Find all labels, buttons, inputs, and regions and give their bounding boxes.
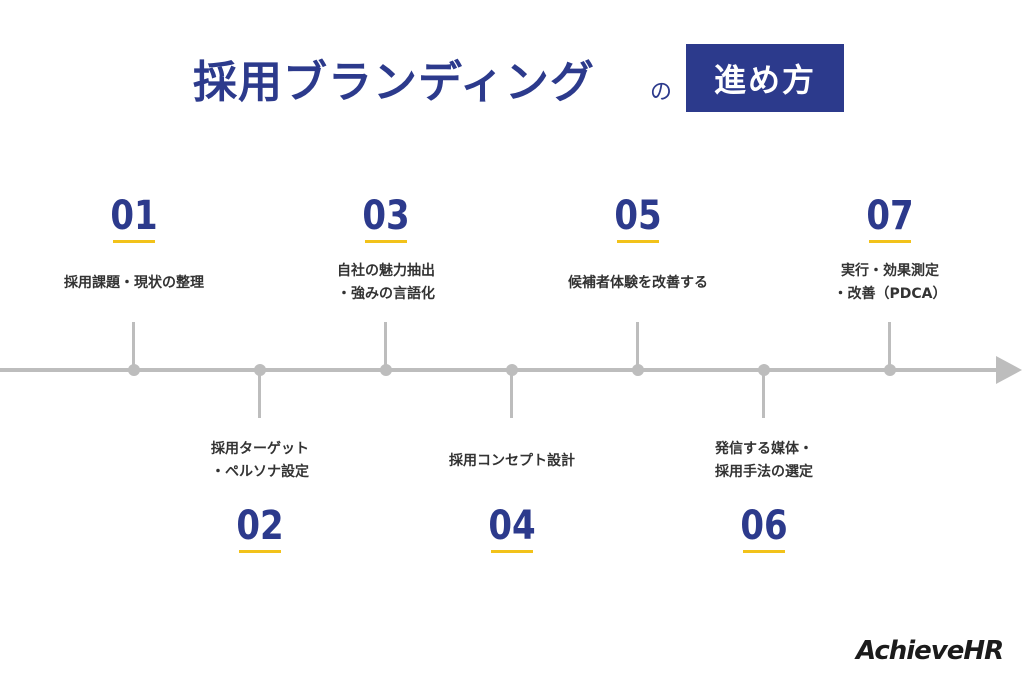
timeline-line — [0, 368, 1000, 372]
step-label: 候補者体験を改善する — [528, 272, 748, 295]
step-stem — [888, 322, 891, 368]
step-stem — [636, 322, 639, 368]
step-label-line: ・強みの言語化 — [337, 286, 435, 302]
step-dot — [506, 364, 518, 376]
arrow-right-icon — [996, 356, 1022, 384]
step-number: 05 — [614, 193, 662, 239]
step-label: 自社の魅力抽出 ・強みの言語化 — [276, 260, 496, 306]
step-label: 発信する媒体・ 採用手法の選定 — [654, 438, 874, 484]
step-label-line: 採用コンセプト設計 — [449, 453, 575, 469]
step-stem — [258, 372, 261, 418]
step-number: 04 — [488, 503, 536, 549]
step-number: 06 — [740, 503, 788, 549]
step-label-line: 候補者体験を改善する — [568, 275, 708, 291]
step-number: 01 — [110, 193, 158, 239]
step-dot — [380, 364, 392, 376]
step-stem — [762, 372, 765, 418]
step-number: 03 — [362, 193, 410, 239]
step-number-underline — [239, 550, 281, 553]
step-label: 採用コンセプト設計 — [402, 450, 622, 473]
step-number-underline — [869, 240, 911, 243]
step-label-line: 自社の魅力抽出 — [337, 263, 435, 279]
title-particle: の — [650, 80, 673, 105]
step-label: 実行・効果測定 ・改善（PDCA） — [780, 260, 1000, 306]
step-label-line: ・ペルソナ設定 — [211, 464, 309, 480]
step-number-underline — [617, 240, 659, 243]
step-number-underline — [365, 240, 407, 243]
step-stem — [384, 322, 387, 368]
step-label-line: 採用手法の選定 — [715, 464, 813, 480]
step-label-line: ・改善（PDCA） — [833, 286, 947, 302]
step-dot — [632, 364, 644, 376]
title-main: 採用ブランディング — [193, 57, 595, 108]
step-label-line: 実行・効果測定 — [841, 263, 939, 279]
step-dot — [254, 364, 266, 376]
step-number-underline — [491, 550, 533, 553]
step-number: 07 — [866, 193, 914, 239]
step-dot — [884, 364, 896, 376]
step-label: 採用課題・現状の整理 — [24, 272, 244, 295]
step-number-underline — [113, 240, 155, 243]
step-label-line: 採用課題・現状の整理 — [64, 275, 204, 291]
step-label-line: 採用ターゲット — [211, 441, 309, 457]
step-stem — [510, 372, 513, 418]
step-label-line: 発信する媒体・ — [715, 441, 813, 457]
step-label: 採用ターゲット ・ペルソナ設定 — [150, 438, 370, 484]
achievehr-logo: AchieveHR — [856, 636, 1004, 666]
step-number-underline — [743, 550, 785, 553]
title-badge: 進め方 — [686, 44, 844, 112]
step-stem — [132, 322, 135, 368]
step-number: 02 — [236, 503, 284, 549]
step-dot — [758, 364, 770, 376]
step-dot — [128, 364, 140, 376]
